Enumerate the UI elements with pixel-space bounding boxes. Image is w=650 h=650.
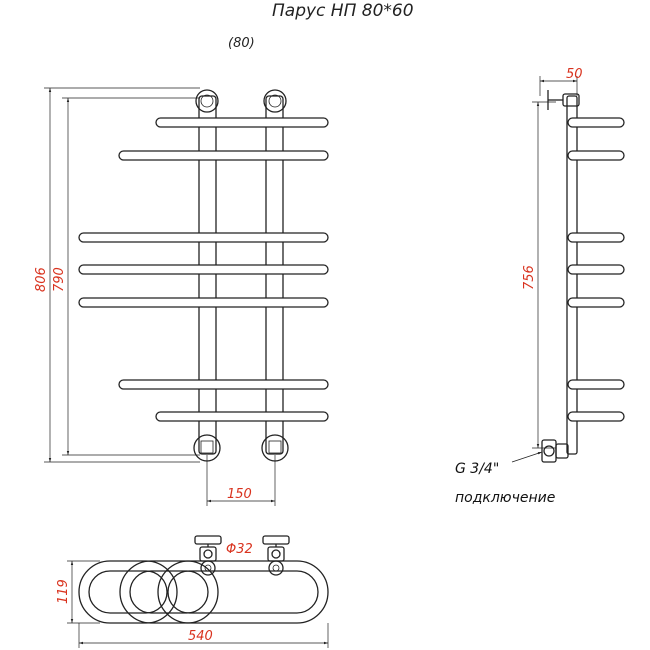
bar-1 [155,117,329,128]
drawing-subtitle: (80) [228,36,255,51]
bar-6 [118,379,329,390]
bar-2 [118,150,329,161]
loop-outer-2 [119,560,219,624]
right-riser [265,95,284,455]
left-valve [194,535,222,562]
dimension-50: 50 [566,67,583,82]
bar-4 [78,264,329,275]
connection-thread: G 3/4" [455,461,499,477]
drawing-title: Парус НП 80*60 [272,1,414,21]
dimension-119: 119 [56,579,71,604]
right-top-cap [263,89,287,113]
loop-main [157,560,329,624]
bar-5 [78,297,329,308]
right-collector [268,560,284,576]
right-valve [262,535,290,562]
left-riser [198,95,217,455]
dimension-806: 806 [34,267,49,292]
dimension-diameter: Φ32 [226,542,253,557]
front-view: 806 790 150 [34,87,329,506]
dimension-540: 540 [188,629,213,644]
left-top-cap [195,89,219,113]
connection-label: подключение [455,490,555,506]
dimension-150: 150 [227,487,252,502]
side-riser [566,95,578,455]
bar-7 [155,411,329,422]
bar-3 [78,232,329,243]
loop-outer-1 [78,560,178,624]
side-view: 50 756 G 3/4" подключение [455,67,625,506]
dimension-790: 790 [52,267,67,292]
left-collector [200,560,216,576]
top-view: Φ32 119 540 [56,535,329,648]
dimension-756: 756 [522,265,537,290]
